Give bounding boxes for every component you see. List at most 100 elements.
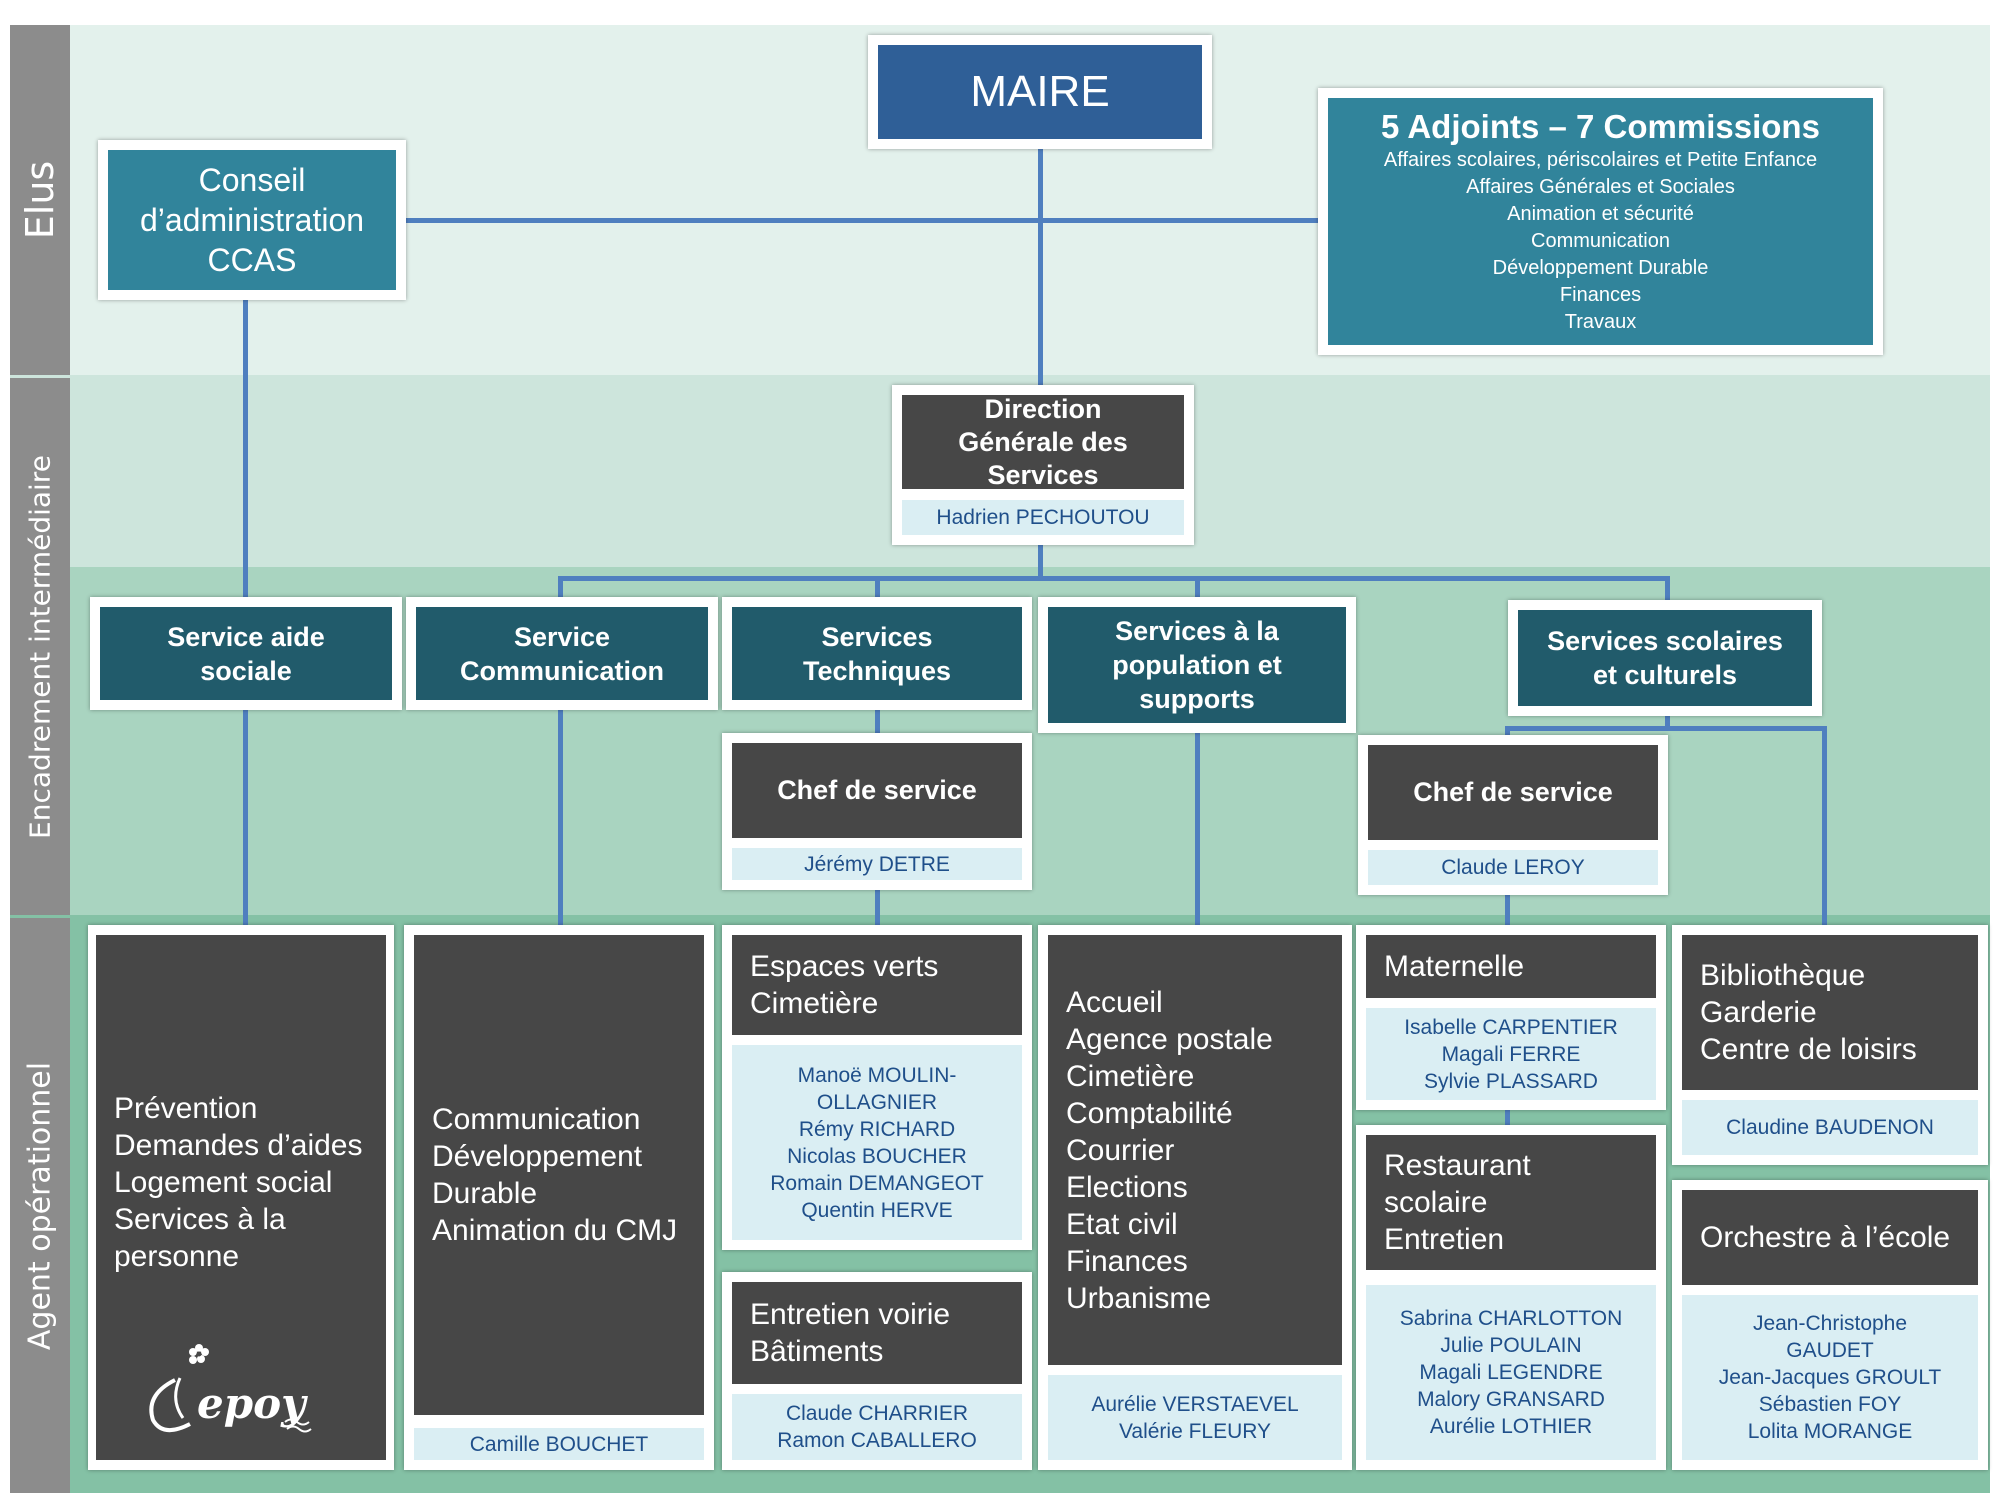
unit-aide-line: Logement social	[114, 1166, 333, 1199]
unit-restaurant-person: Malory GRANSARD	[1417, 1388, 1605, 1411]
chef-scolaires-person: Claude LEROY	[1441, 856, 1585, 879]
unit-aide-line: Prévention	[114, 1092, 258, 1125]
adjoints-item: Finances	[1559, 284, 1642, 306]
unit-maternelle-person: Sylvie PLASSARD	[1424, 1069, 1598, 1093]
unit-restaurant-people-box: Sabrina CHARLOTTON Julie POULAIN Magali …	[1366, 1285, 1656, 1460]
chef-scolaires-box: Chef de service	[1368, 745, 1658, 840]
connector-scolaires-split	[1505, 726, 1827, 731]
unit-accueil-line: Elections	[1066, 1170, 1188, 1204]
chef-scolaires-person-box: Claude LEROY	[1368, 850, 1658, 885]
service-scolaires-box: Services scolaires et culturels	[1518, 610, 1812, 706]
unit-accueil-person: Aurélie VERSTAEVEL	[1091, 1392, 1299, 1416]
cepoy-logo: epoy	[135, 1340, 345, 1440]
unit-accueil-people-box: Aurélie VERSTAEVEL Valérie FLEURY	[1048, 1375, 1342, 1460]
unit-communication-box: Communication Développement Durable Anim…	[414, 935, 704, 1415]
connector-scolaires-top	[1665, 576, 1670, 606]
unit-accueil-line: Comptabilité	[1066, 1096, 1233, 1130]
unit-biblio-line: Centre de loisirs	[1700, 1033, 1917, 1066]
unit-maternelle-person: Isabelle CARPENTIER	[1404, 1015, 1618, 1039]
adjoints-item: Travaux	[1564, 311, 1637, 333]
direction-line-2: Générale des	[958, 426, 1128, 457]
side-label-encadrement: Encadrement intermédiaire	[10, 378, 70, 915]
connector-dgs-services	[1038, 540, 1043, 578]
unit-voirie-line: Entretien voirie	[750, 1298, 951, 1331]
svg-text:epoy: epoy	[197, 1379, 308, 1428]
unit-maternelle-line: Maternelle	[1384, 950, 1525, 983]
conseil-box: Conseil d’administration CCAS	[108, 150, 396, 290]
connector-techniques-down	[875, 576, 880, 1236]
service-techniques-line-2: Techniques	[802, 655, 952, 686]
unit-voirie-person: Ramon CABALLERO	[777, 1429, 977, 1452]
side-label-encadrement-text: Encadrement intermédiaire	[23, 454, 57, 839]
unit-accueil-box: Accueil Agence postale Cimetière Comptab…	[1048, 935, 1342, 1365]
unit-espaces-line: Cimetière	[750, 987, 879, 1020]
unit-restaurant-person: Sabrina CHARLOTTON	[1399, 1307, 1623, 1330]
maire-box: MAIRE	[878, 45, 1202, 139]
unit-orchestre-person: Lolita MORANGE	[1747, 1420, 1913, 1443]
unit-aide-box: Prévention Demandes d’aides Logement soc…	[96, 935, 386, 1460]
unit-espaces-person: Manoë MOULIN-	[797, 1063, 957, 1087]
service-population-line-2: population et	[1112, 650, 1282, 680]
unit-voirie-box: Entretien voirie Bâtiments	[732, 1282, 1022, 1384]
unit-accueil-line: Courrier	[1066, 1133, 1175, 1167]
chef-techniques-title: Chef de service	[777, 775, 977, 805]
direction-person: Hadrien PECHOUTOU	[936, 506, 1150, 529]
service-aide-box: Service aide sociale	[100, 607, 392, 700]
unit-espaces-line: Espaces verts	[750, 950, 939, 983]
unit-orchestre-person: Sébastien FOY	[1758, 1393, 1902, 1416]
unit-voirie-line: Bâtiments	[750, 1335, 884, 1368]
side-label-agent-text: Agent opérationnel	[22, 1061, 58, 1350]
unit-biblio-person: Claudine BAUDENON	[1726, 1116, 1934, 1139]
service-aide-line-2: sociale	[200, 655, 292, 686]
service-techniques-box: Services Techniques	[732, 607, 1022, 700]
adjoints-item: Affaires Générales et Sociales	[1466, 176, 1735, 198]
conseil-line-3: CCAS	[207, 242, 297, 278]
unit-aide-line: Demandes d’aides	[114, 1129, 363, 1162]
unit-espaces-person: Nicolas BOUCHER	[787, 1144, 967, 1168]
unit-accueil-line: Urbanisme	[1066, 1281, 1212, 1315]
direction-box: Direction Générale des Services	[902, 394, 1184, 490]
adjoints-item: Affaires scolaires, périscolaires et Pet…	[1383, 149, 1818, 171]
connector-elus-horizontal	[405, 218, 1320, 223]
connector-scolaires-right	[1822, 726, 1827, 926]
chef-techniques-person-box: Jérémy DETRE	[732, 848, 1022, 880]
unit-espaces-people-box: Manoë MOULIN- OLLAGNIER Rémy RICHARD Nic…	[732, 1045, 1022, 1240]
unit-accueil-line: Agence postale	[1066, 1022, 1273, 1056]
chef-techniques-box: Chef de service	[732, 743, 1022, 838]
service-population-line-3: supports	[1139, 684, 1255, 714]
unit-biblio-line: Garderie	[1700, 996, 1817, 1029]
adjoints-item: Développement Durable	[1492, 257, 1709, 279]
unit-restaurant-line: Restaurant	[1384, 1149, 1531, 1182]
cepoy-logo-graphic: epoy	[149, 1344, 312, 1433]
connector-maire-dgs	[1038, 140, 1043, 390]
unit-espaces-person: Rémy RICHARD	[798, 1117, 956, 1141]
unit-biblio-box: Bibliothèque Garderie Centre de loisirs	[1682, 935, 1978, 1090]
connector-communication-down	[558, 576, 563, 928]
unit-accueil-person: Valérie FLEURY	[1118, 1419, 1272, 1443]
unit-espaces-person: Quentin HERVE	[801, 1198, 953, 1222]
service-communication-line-2: Communication	[459, 655, 664, 686]
adjoints-item: Communication	[1531, 230, 1670, 252]
unit-aide-line: Services à la	[114, 1203, 286, 1236]
unit-accueil-line: Cimetière	[1066, 1059, 1195, 1093]
connector-population-down	[1195, 576, 1200, 928]
service-scolaires-line-1: Services scolaires	[1547, 626, 1783, 656]
chef-techniques-person: Jérémy DETRE	[804, 852, 950, 876]
unit-restaurant-person: Magali LEGENDRE	[1419, 1361, 1603, 1384]
unit-restaurant-person: Julie POULAIN	[1440, 1334, 1582, 1357]
adjoints-box: 5 Adjoints – 7 Commissions Affaires scol…	[1328, 98, 1873, 345]
unit-communication-people-box: Camille BOUCHET	[414, 1428, 704, 1460]
unit-orchestre-person: GAUDET	[1786, 1339, 1874, 1362]
service-scolaires-line-2: et culturels	[1592, 660, 1738, 690]
unit-orchestre-box: Orchestre à l’école	[1682, 1190, 1978, 1285]
unit-communication-person: Camille BOUCHET	[469, 1432, 649, 1456]
unit-restaurant-line: Entretien	[1384, 1223, 1505, 1256]
unit-espaces-person: Romain DEMANGEOT	[770, 1171, 984, 1195]
service-population-box: Services à la population et supports	[1048, 607, 1346, 723]
unit-orchestre-people-box: Jean-Christophe GAUDET Jean-Jacques GROU…	[1682, 1295, 1978, 1460]
unit-communication-line: Durable	[432, 1177, 538, 1210]
service-aide-line-1: Service aide	[167, 621, 325, 652]
side-label-elus-text: Elus	[18, 160, 62, 240]
service-communication-line-1: Service	[513, 621, 611, 652]
unit-orchestre-line: Orchestre à l’école	[1700, 1221, 1951, 1254]
